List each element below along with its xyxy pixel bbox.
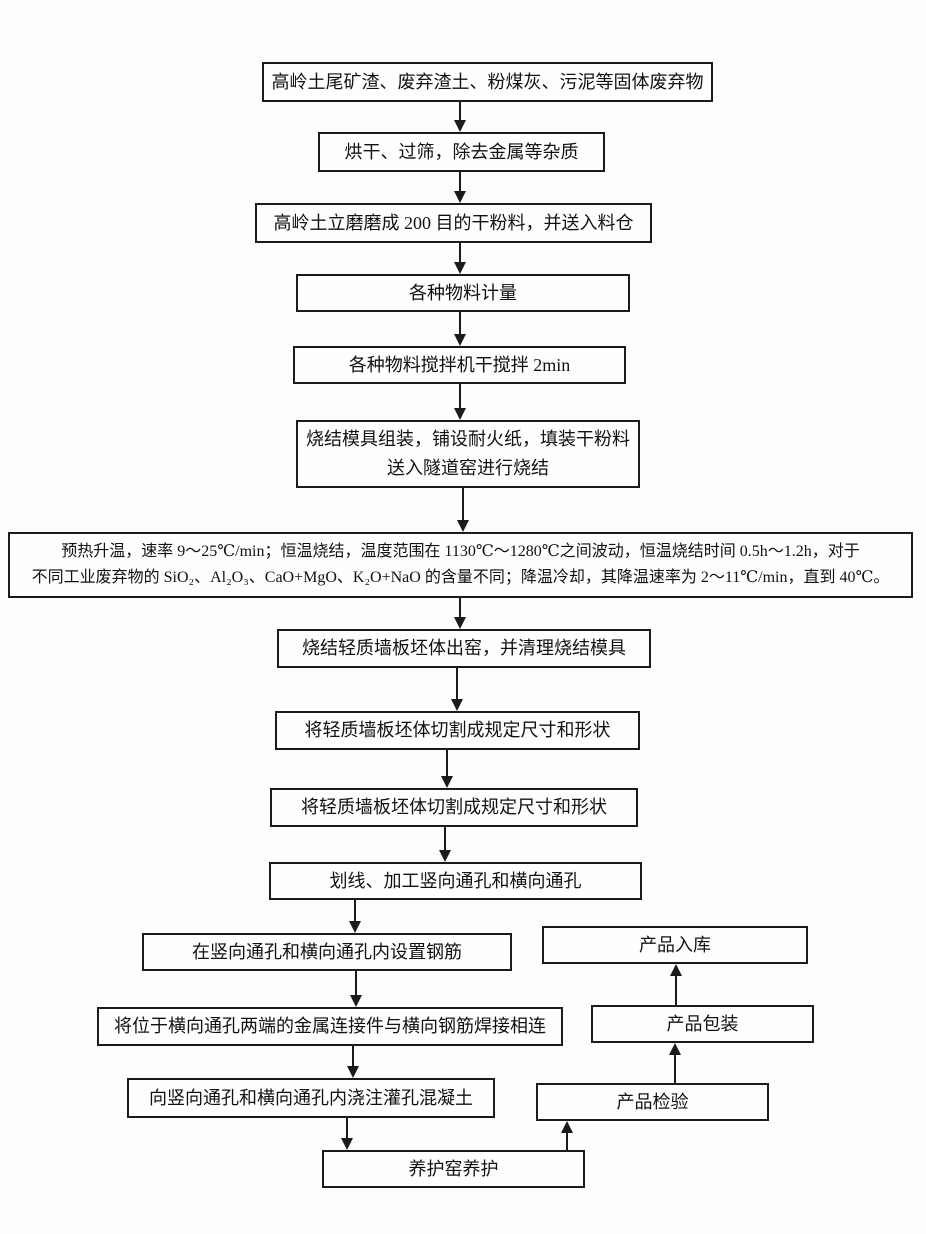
flow-node-demold-out-of-kiln: 烧结轻质墙板坯体出窑，并清理烧结模具	[277, 629, 651, 668]
arrow-up-icon-inspection-to-packaging	[669, 1043, 681, 1083]
flow-node-product-inspection: 产品检验	[536, 1083, 769, 1121]
arrow-shaft	[444, 827, 446, 852]
flow-node-material-metering: 各种物料计量	[296, 274, 630, 312]
arrow-shaft	[456, 668, 458, 701]
flow-node-label: 将轻质墙板坯体切割成规定尺寸和形状	[301, 797, 607, 818]
arrow-shaft	[446, 750, 448, 778]
arrow-down-icon-demold-to-cut1	[451, 668, 463, 711]
flow-node-mold-assembly: 烧结模具组装，铺设耐火纸，填装干粉料送入隧道窑进行烧结	[296, 420, 640, 488]
arrow-head	[349, 921, 361, 933]
flow-node-label: 不同工业废弃物的 SiO₂、Al₂O₃、CaO+MgO、K₂O+NaO 的含量不…	[31, 569, 890, 586]
flow-node-label: 烘干、过筛，除去金属等杂质	[344, 141, 579, 162]
flow-node-label: 送入隧道窑进行烧结	[387, 458, 549, 478]
arrow-down-icon-grind-to-metering	[454, 243, 466, 274]
arrow-head	[350, 995, 362, 1007]
flow-node-label: 产品入库	[639, 934, 711, 955]
flow-node-label: 烧结轻质墙板坯体出窑，并清理烧结模具	[302, 638, 626, 659]
flow-node-dry-and-sieve: 烘干、过筛，除去金属等杂质	[318, 132, 605, 172]
arrow-head	[347, 1066, 359, 1078]
flow-node-label: 在竖向通孔和横向通孔内设置钢筋	[192, 941, 462, 962]
flow-node-product-storage: 产品入库	[542, 926, 808, 964]
flow-node-scribe-and-drill-holes: 划线、加工竖向通孔和横向通孔	[269, 862, 642, 900]
arrow-head	[454, 191, 466, 203]
flow-node-label: 预热升温，速率 9～25℃/min；恒温烧结，温度范围在 1130℃～1280℃…	[61, 543, 860, 561]
flow-node-label: 高岭土尾矿渣、废弃渣土、粉煤灰、污泥等固体废弃物	[271, 71, 704, 92]
arrow-shaft	[459, 102, 461, 122]
flow-node-cut-to-size-2: 将轻质墙板坯体切割成规定尺寸和形状	[270, 788, 638, 827]
arrow-head	[457, 520, 469, 532]
arrow-down-icon-dry-to-grind	[454, 172, 466, 203]
flow-node-label: 各种物料搅拌机干搅拌 2min	[348, 354, 571, 375]
flow-node-label: 高岭土立磨磨成 200 目的干粉料，并送入料仓	[273, 212, 634, 233]
arrow-down-icon-waste-to-dry	[454, 102, 466, 132]
flow-node-label: 烧结模具组装，铺设耐火纸，填装干粉料	[306, 429, 630, 450]
arrow-down-icon-rebar-to-weld	[350, 971, 362, 1007]
arrow-head	[670, 964, 682, 976]
arrow-shaft	[355, 971, 357, 997]
flow-node-product-packaging: 产品包装	[591, 1005, 814, 1043]
flow-node-label: 将轻质墙板坯体切割成规定尺寸和形状	[304, 720, 611, 741]
arrow-head	[439, 850, 451, 862]
arrow-shaft	[459, 172, 461, 193]
flow-node-label: 各种物料计量	[409, 282, 517, 303]
arrow-head	[451, 699, 463, 711]
arrow-head	[454, 617, 466, 629]
arrow-down-icon-grout-to-curing	[341, 1118, 353, 1150]
arrow-shaft	[674, 1053, 676, 1083]
arrow-head	[669, 1043, 681, 1055]
arrow-head	[454, 262, 466, 274]
arrow-down-icon-cut2-to-scribe	[439, 827, 451, 862]
flow-node-label: 养护窑养护	[408, 1158, 499, 1179]
arrow-down-icon-mold-to-sintering	[457, 488, 469, 532]
arrow-down-icon-sintering-to-demold	[454, 598, 466, 629]
arrow-shaft	[354, 900, 356, 923]
arrow-head	[454, 120, 466, 132]
flow-node-grind-to-powder: 高岭土立磨磨成 200 目的干粉料，并送入料仓	[255, 203, 652, 243]
flow-node-solid-waste-input: 高岭土尾矿渣、废弃渣土、粉煤灰、污泥等固体废弃物	[262, 62, 713, 102]
arrow-head	[454, 408, 466, 420]
flow-node-weld-metal-connectors: 将位于横向通孔两端的金属连接件与横向钢筋焊接相连	[97, 1007, 563, 1046]
arrow-head	[561, 1121, 573, 1133]
arrow-head	[441, 776, 453, 788]
arrow-shaft	[352, 1046, 354, 1068]
flow-node-install-rebar: 在竖向通孔和横向通孔内设置钢筋	[142, 933, 512, 971]
arrow-down-icon-mixing-to-mold	[454, 384, 466, 420]
arrow-shaft	[462, 488, 464, 522]
arrow-up-icon-packaging-to-storage	[670, 964, 682, 1005]
arrow-shaft	[459, 598, 461, 619]
arrow-shaft	[459, 243, 461, 264]
flow-node-sintering-parameters: 预热升温，速率 9～25℃/min；恒温烧结，温度范围在 1130℃～1280℃…	[8, 532, 913, 598]
arrow-down-icon-cut1-to-cut2	[441, 750, 453, 788]
flow-node-dry-mixing: 各种物料搅拌机干搅拌 2min	[293, 346, 626, 384]
flow-node-pour-grout-concrete: 向竖向通孔和横向通孔内浇注灌孔混凝土	[127, 1078, 495, 1118]
flow-node-cut-to-size-1: 将轻质墙板坯体切割成规定尺寸和形状	[275, 711, 640, 750]
flow-node-label: 产品包装	[666, 1013, 739, 1034]
flow-node-label: 划线、加工竖向通孔和横向通孔	[329, 870, 582, 891]
arrow-shaft	[566, 1131, 568, 1150]
arrow-up-icon-curing-to-inspection	[561, 1121, 573, 1150]
arrow-shaft	[346, 1118, 348, 1140]
arrow-head	[341, 1138, 353, 1150]
arrow-down-icon-metering-to-mixing	[454, 312, 466, 346]
flow-node-label: 将位于横向通孔两端的金属连接件与横向钢筋焊接相连	[114, 1016, 546, 1037]
arrow-shaft	[459, 384, 461, 410]
flow-node-label: 产品检验	[616, 1091, 689, 1112]
arrow-down-icon-scribe-to-rebar	[349, 900, 361, 933]
arrow-down-icon-weld-to-grout	[347, 1046, 359, 1078]
arrow-shaft	[675, 974, 677, 1005]
arrow-head	[454, 334, 466, 346]
flow-node-curing-kiln: 养护窑养护	[322, 1150, 585, 1188]
flow-node-label: 向竖向通孔和横向通孔内浇注灌孔混凝土	[149, 1087, 473, 1108]
arrow-shaft	[459, 312, 461, 336]
